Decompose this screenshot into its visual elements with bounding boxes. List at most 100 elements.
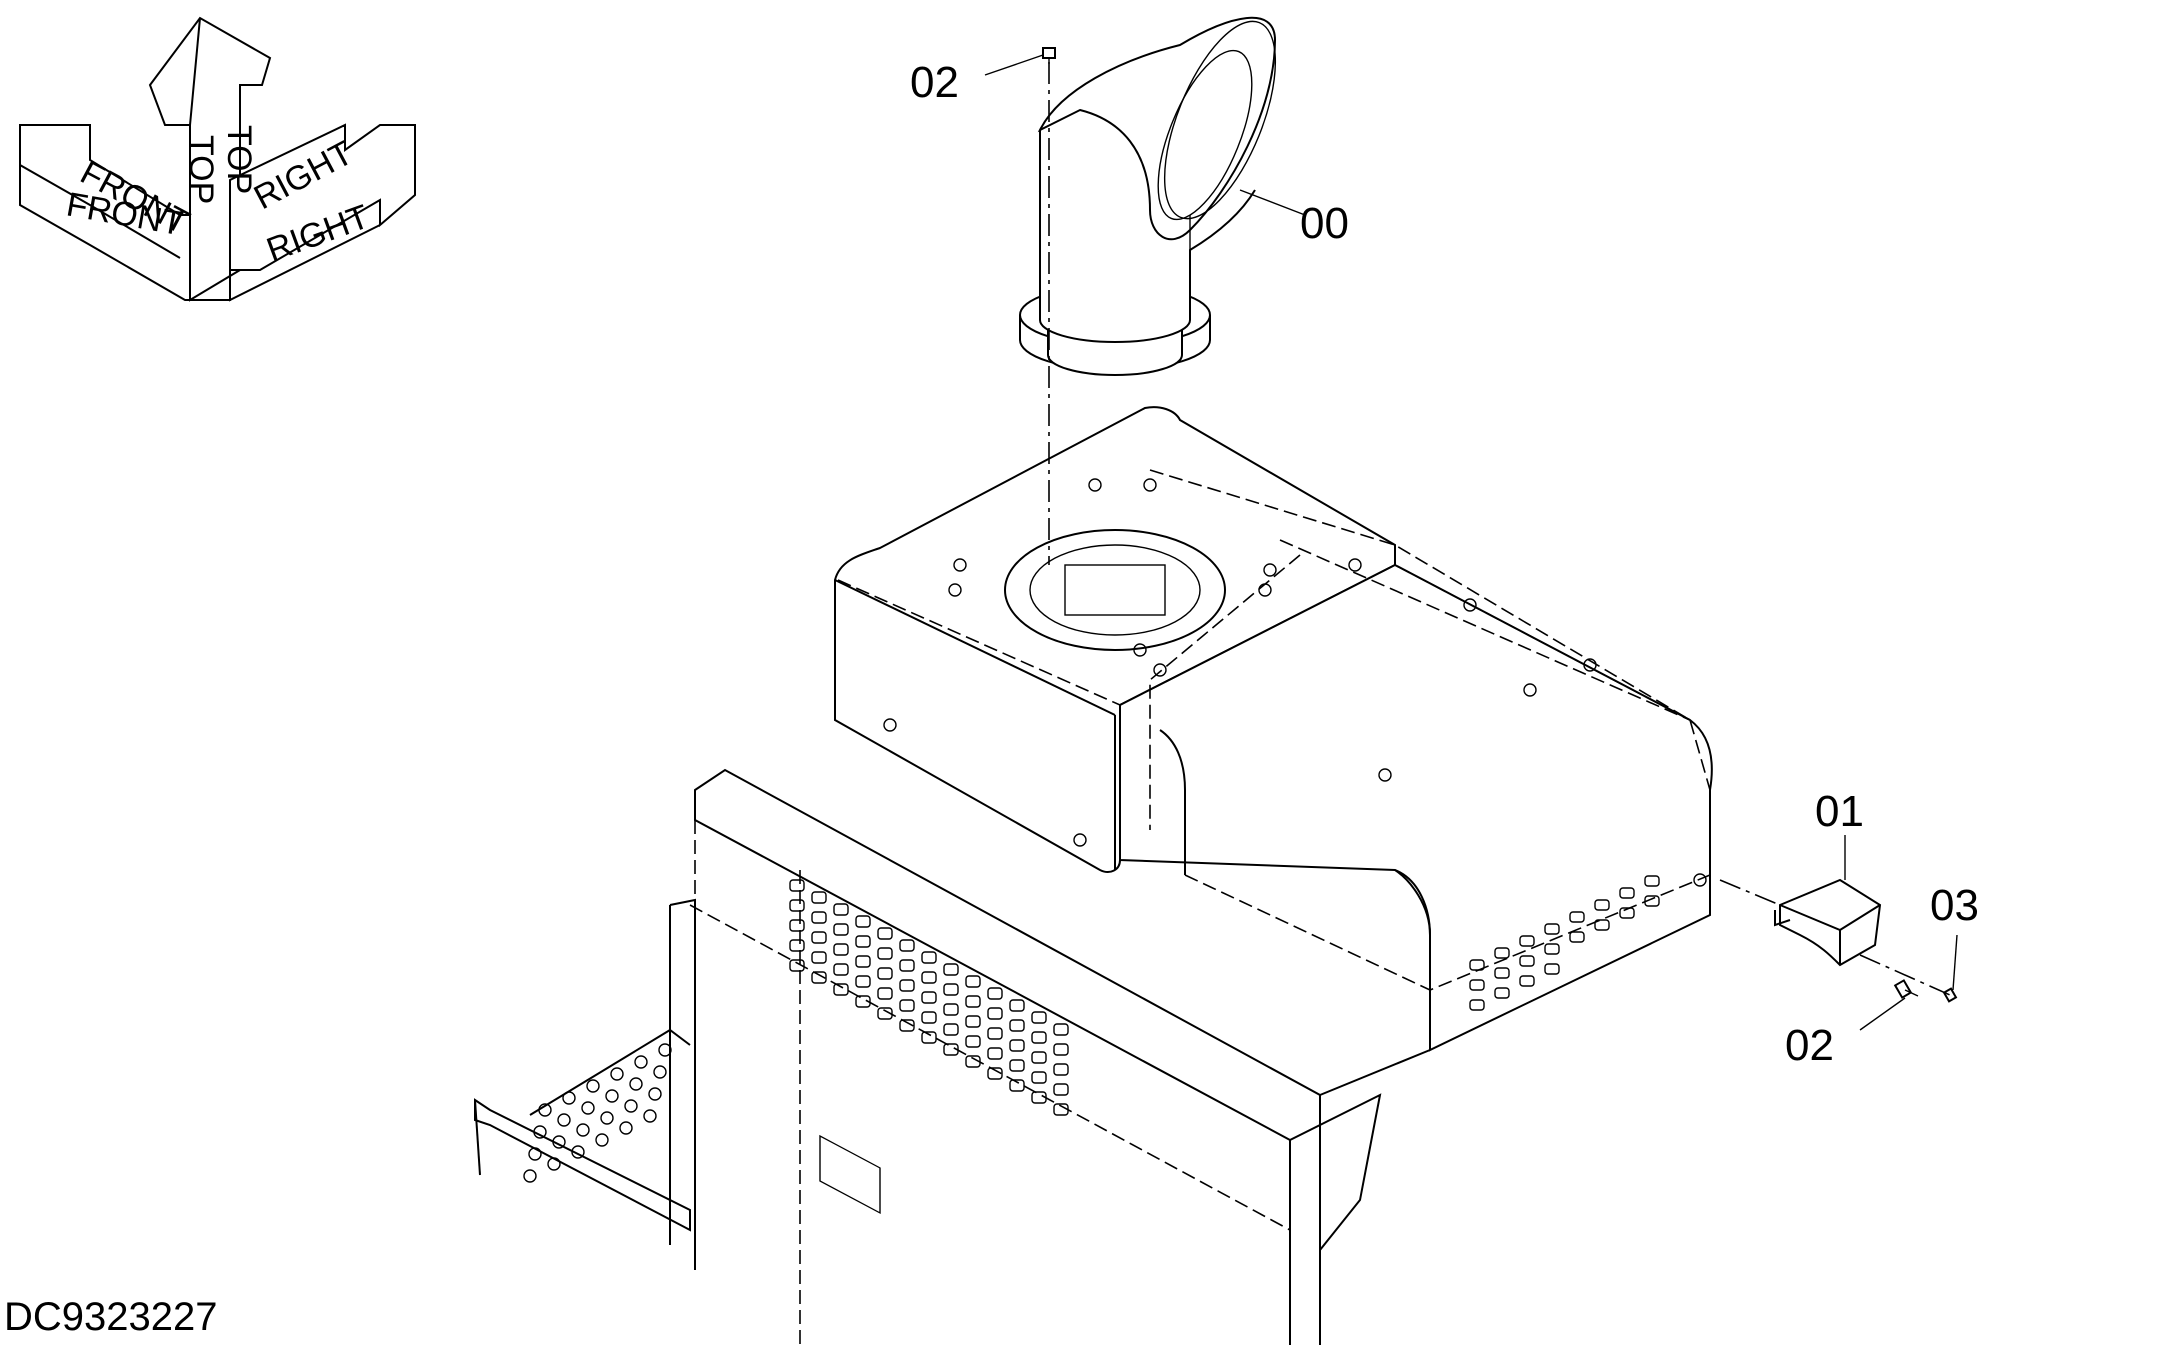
grille-slot: [855, 975, 871, 988]
step-tread-hole: [643, 1109, 657, 1123]
right-arrow: [229, 123, 416, 271]
grille-slot: [1053, 1103, 1069, 1116]
orientation-indicator: FRONT FRONT TOP TOP RIGHT RIGHT: [19, 16, 416, 302]
grille-slot: [811, 931, 827, 944]
part-00-intake-cap: [1019, 16, 1277, 376]
grille-slot: [855, 955, 871, 968]
grille-slot: [899, 999, 915, 1012]
grille-slot: [1031, 1031, 1047, 1044]
step-tread-hole: [547, 1157, 561, 1171]
step-tread-hole: [605, 1089, 619, 1103]
grille-slot: [1009, 1059, 1025, 1072]
step-tread-hole: [653, 1065, 667, 1079]
grille-slot: [811, 891, 827, 904]
step-tread-hole: [552, 1135, 566, 1149]
grille-slot: [943, 983, 959, 996]
grille-slot: [833, 903, 849, 916]
engine-hood-upper: [834, 406, 1713, 1052]
grille-slot: [943, 1003, 959, 1016]
fastener-02-bottom: [1893, 979, 1919, 999]
grille-slot: [987, 1007, 1003, 1020]
grille-slot: [789, 919, 805, 932]
step-tread-hole: [610, 1067, 624, 1081]
callout-leaders: [984, 54, 1958, 1031]
step-tread-hole: [557, 1113, 571, 1127]
grille-slot: [921, 991, 937, 1004]
step-tread-hole: [595, 1133, 609, 1147]
grille-slot: [855, 935, 871, 948]
grille-slot: [855, 915, 871, 928]
step-tread-hole: [586, 1079, 600, 1093]
hood-bolts: [883, 478, 1707, 887]
grille-slots: [789, 879, 1069, 1116]
grille-slot: [855, 995, 871, 1008]
grille-slot: [789, 939, 805, 952]
grille-slot: [1053, 1023, 1069, 1036]
part-01-bracket: [1774, 878, 1882, 967]
side-panel: [669, 898, 696, 1270]
grille-slot: [1031, 1051, 1047, 1064]
grille-slot: [965, 975, 981, 988]
grille-slot: [833, 963, 849, 976]
grille-slot: [877, 967, 893, 980]
grille-slot: [1031, 1071, 1047, 1084]
step-tread-hole: [629, 1077, 643, 1091]
fastener-03: [1942, 987, 1958, 1003]
grille-slot: [877, 927, 893, 940]
step-tread-hole: [571, 1145, 585, 1159]
grille-slot: [965, 1055, 981, 1068]
grille-slot: [921, 971, 937, 984]
grille-slot: [1031, 1091, 1047, 1104]
grille-slot: [833, 923, 849, 936]
grille-slot: [921, 1031, 937, 1044]
grille-slot: [833, 943, 849, 956]
step-tread-hole: [581, 1101, 595, 1115]
grille-slot: [943, 1043, 959, 1056]
grille-slot: [899, 959, 915, 972]
step-platform: [474, 1028, 691, 1232]
step-tread-hole: [533, 1125, 547, 1139]
grille-slot: [811, 951, 827, 964]
grille-slot: [987, 987, 1003, 1000]
grille-slot: [789, 879, 805, 892]
grille-slot: [877, 1007, 893, 1020]
callout-03: 03: [1930, 881, 1979, 930]
grille-slot: [921, 951, 937, 964]
grille-slot: [943, 1023, 959, 1036]
grille-slot: [1053, 1083, 1069, 1096]
step-tread-hole: [634, 1055, 648, 1069]
grille-slot: [1009, 1079, 1025, 1092]
callout-02-top: 02: [910, 58, 959, 107]
grille-slot: [899, 979, 915, 992]
grille-slot: [1031, 1011, 1047, 1024]
step-tread-hole: [600, 1111, 614, 1125]
grille-slot: [987, 1027, 1003, 1040]
drawing-number: DC9323227: [4, 1295, 218, 1339]
grille-slot: [1053, 1063, 1069, 1076]
step-tread-hole: [528, 1147, 542, 1161]
grille-slot: [943, 963, 959, 976]
step-tread-hole: [562, 1091, 576, 1105]
grille-slot: [877, 987, 893, 1000]
step-tread-hole: [523, 1169, 537, 1183]
grille-slot: [833, 983, 849, 996]
lower-enclosure: [689, 768, 1431, 1345]
top-label-left: TOP: [182, 135, 220, 204]
grille-slot: [921, 1011, 937, 1024]
step-tread-hole: [576, 1123, 590, 1137]
grille-slot: [987, 1067, 1003, 1080]
step-tread-hole: [624, 1099, 638, 1113]
grille-slot: [965, 1015, 981, 1028]
grille-slot: [811, 971, 827, 984]
fastener-02-top: [1042, 47, 1056, 64]
grille-slot: [1009, 999, 1025, 1012]
top-label-right: TOP: [220, 125, 258, 194]
vent-slots-right: [1469, 875, 1660, 1011]
grille-slot: [1009, 1039, 1025, 1052]
grille-slot: [811, 911, 827, 924]
callout-01: 01: [1815, 787, 1864, 836]
grille-slot: [899, 1019, 915, 1032]
step-tread-hole: [619, 1121, 633, 1135]
